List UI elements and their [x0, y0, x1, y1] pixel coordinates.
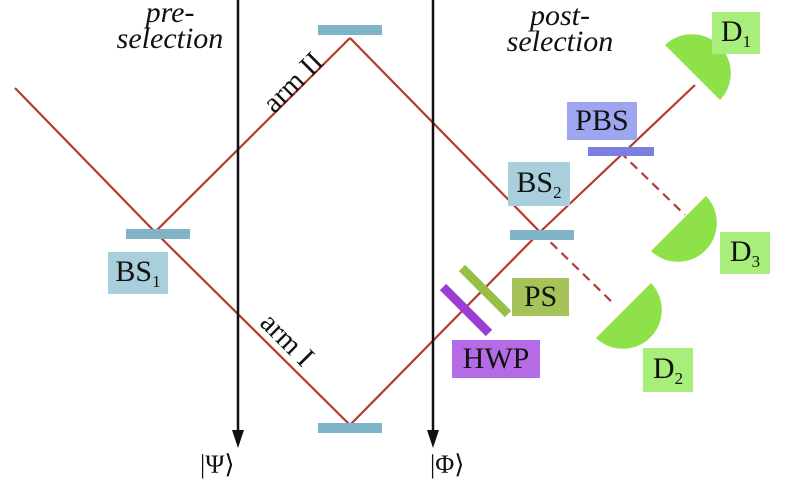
post-selection-line1: post- — [530, 0, 590, 32]
d2-label-box: D2 — [643, 348, 693, 392]
post-selection-line2: selection — [506, 25, 614, 58]
ps-label-box: PS — [512, 278, 569, 316]
pbs-plate — [588, 147, 654, 156]
d3-label-box: D3 — [720, 232, 770, 274]
d3-subscript: 3 — [751, 251, 761, 271]
bs1-subscript: 1 — [152, 271, 161, 291]
pbs-label-box: PBS — [567, 102, 637, 140]
hwp-plate — [439, 283, 493, 337]
ket-psi-label: |Ψ⟩ — [200, 450, 235, 479]
pre-selection-line1: pre- — [145, 0, 195, 29]
bottom-mirror — [318, 423, 382, 433]
dashed-beam-to-d2 — [539, 231, 616, 306]
pre-selection-label: pre- selection — [110, 0, 230, 55]
d1-label-box: D1 — [712, 12, 760, 54]
d2-label: D — [652, 351, 675, 385]
pre-selection-arrowhead — [232, 430, 244, 448]
post-selection-label: post- selection — [490, 0, 630, 58]
detector-d3-icon — [651, 196, 717, 262]
hwp-label-box: HWP — [452, 340, 540, 378]
bs2-label: BS — [516, 165, 554, 199]
bs1-label: BS — [115, 254, 153, 288]
post-selection-arrowhead — [427, 430, 439, 448]
beam-paths — [14, 37, 696, 426]
arm-i-down-beam — [154, 231, 351, 426]
input-beam — [14, 87, 156, 233]
arm-i-up-beam — [349, 231, 541, 426]
pbs-label: PBS — [575, 104, 629, 137]
d3-label: D — [729, 234, 752, 268]
output-beam-to-d1 — [539, 84, 696, 233]
pre-selection-line2: selection — [116, 22, 224, 55]
bs1-label-box: BS1 — [108, 252, 168, 294]
d1-label: D — [720, 14, 743, 48]
bs2-subscript: 2 — [553, 182, 562, 202]
bs2-label-box: BS2 — [508, 162, 570, 206]
arm-ii-up-beam — [154, 37, 351, 233]
top-mirror — [318, 25, 382, 35]
ps-plate — [458, 264, 512, 318]
d1-subscript: 1 — [742, 31, 752, 51]
selection-arrows — [232, 0, 439, 448]
ket-phi-label: |Φ⟩ — [430, 450, 465, 479]
bs2-plate — [510, 230, 574, 240]
d2-subscript: 2 — [674, 368, 684, 388]
hwp-label: HWP — [462, 342, 530, 375]
dashed-beam-to-d3 — [619, 151, 686, 216]
ps-label: PS — [523, 280, 558, 313]
detector-d2-icon — [596, 283, 662, 349]
bs1-plate — [126, 229, 190, 239]
